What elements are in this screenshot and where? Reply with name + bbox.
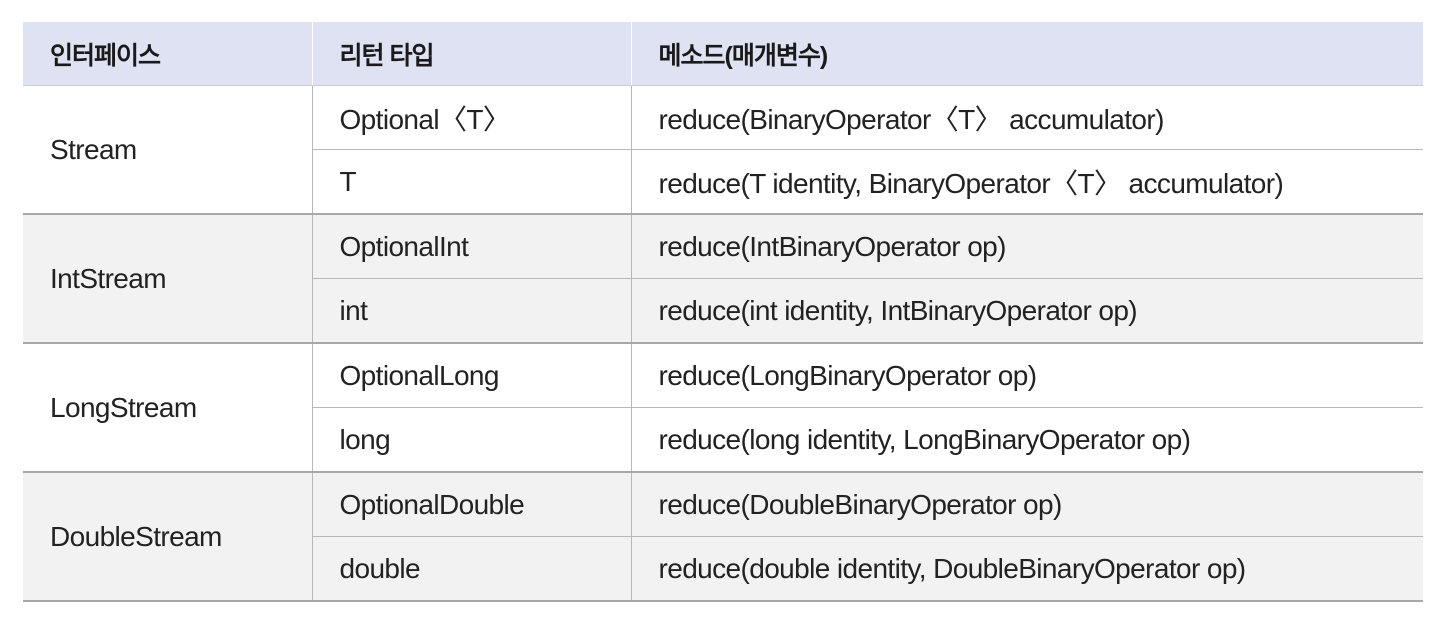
table-header: 인터페이스 리턴 타입 메소드(매개변수) [23,22,1423,86]
return-type-cell: Optional〈T〉 [311,85,631,150]
table-row: DoubleStream OptionalDouble reduce(Doubl… [23,472,1423,602]
return-type-cell: T [311,149,631,215]
header-return-type: 리턴 타입 [311,22,631,86]
return-type-cell: OptionalInt [311,214,631,279]
return-type-cell: long [311,407,631,473]
interface-cell: Stream [23,85,312,215]
method-cell: reduce(T identity, BinaryOperator〈T〉 acc… [630,149,1423,215]
group-stream: Stream Optional〈T〉 reduce(BinaryOperator… [23,85,1423,215]
table-row: LongStream OptionalLong reduce(LongBinar… [23,343,1423,473]
return-type-cell: OptionalLong [311,343,631,408]
header-method: 메소드(매개변수) [630,22,1423,86]
table-row: long reduce(long identity, LongBinaryOpe… [23,407,1423,473]
interface-cell: DoubleStream [23,472,312,602]
table-row: IntStream OptionalInt reduce(IntBinaryOp… [23,214,1423,344]
reduce-methods-table: 인터페이스 리턴 타입 메소드(매개변수) Stream Optional〈T〉… [23,22,1423,602]
method-cell: reduce(LongBinaryOperator op) [630,343,1423,408]
group-intstream: IntStream OptionalInt reduce(IntBinaryOp… [23,214,1423,344]
interface-cell: IntStream [23,214,312,344]
interface-cell: LongStream [23,343,312,473]
table-row: T reduce(T identity, BinaryOperator〈T〉 a… [23,149,1423,215]
table-row: double reduce(double identity, DoubleBin… [23,536,1423,602]
method-cell: reduce(long identity, LongBinaryOperator… [630,407,1423,473]
header-row: 인터페이스 리턴 타입 메소드(매개변수) [23,22,1423,86]
return-type-cell: OptionalDouble [311,472,631,537]
method-cell: reduce(BinaryOperator〈T〉 accumulator) [630,85,1423,150]
method-cell: reduce(int identity, IntBinaryOperator o… [630,278,1423,344]
method-cell: reduce(DoubleBinaryOperator op) [630,472,1423,537]
group-doublestream: DoubleStream OptionalDouble reduce(Doubl… [23,472,1423,602]
reduce-methods-table-container: 인터페이스 리턴 타입 메소드(매개변수) Stream Optional〈T〉… [23,22,1423,602]
return-type-cell: double [311,536,631,602]
group-longstream: LongStream OptionalLong reduce(LongBinar… [23,343,1423,473]
method-cell: reduce(double identity, DoubleBinaryOper… [630,536,1423,602]
return-type-cell: int [311,278,631,344]
header-interface: 인터페이스 [23,22,312,86]
table-row: Stream Optional〈T〉 reduce(BinaryOperator… [23,85,1423,215]
table-row: int reduce(int identity, IntBinaryOperat… [23,278,1423,344]
method-cell: reduce(IntBinaryOperator op) [630,214,1423,279]
